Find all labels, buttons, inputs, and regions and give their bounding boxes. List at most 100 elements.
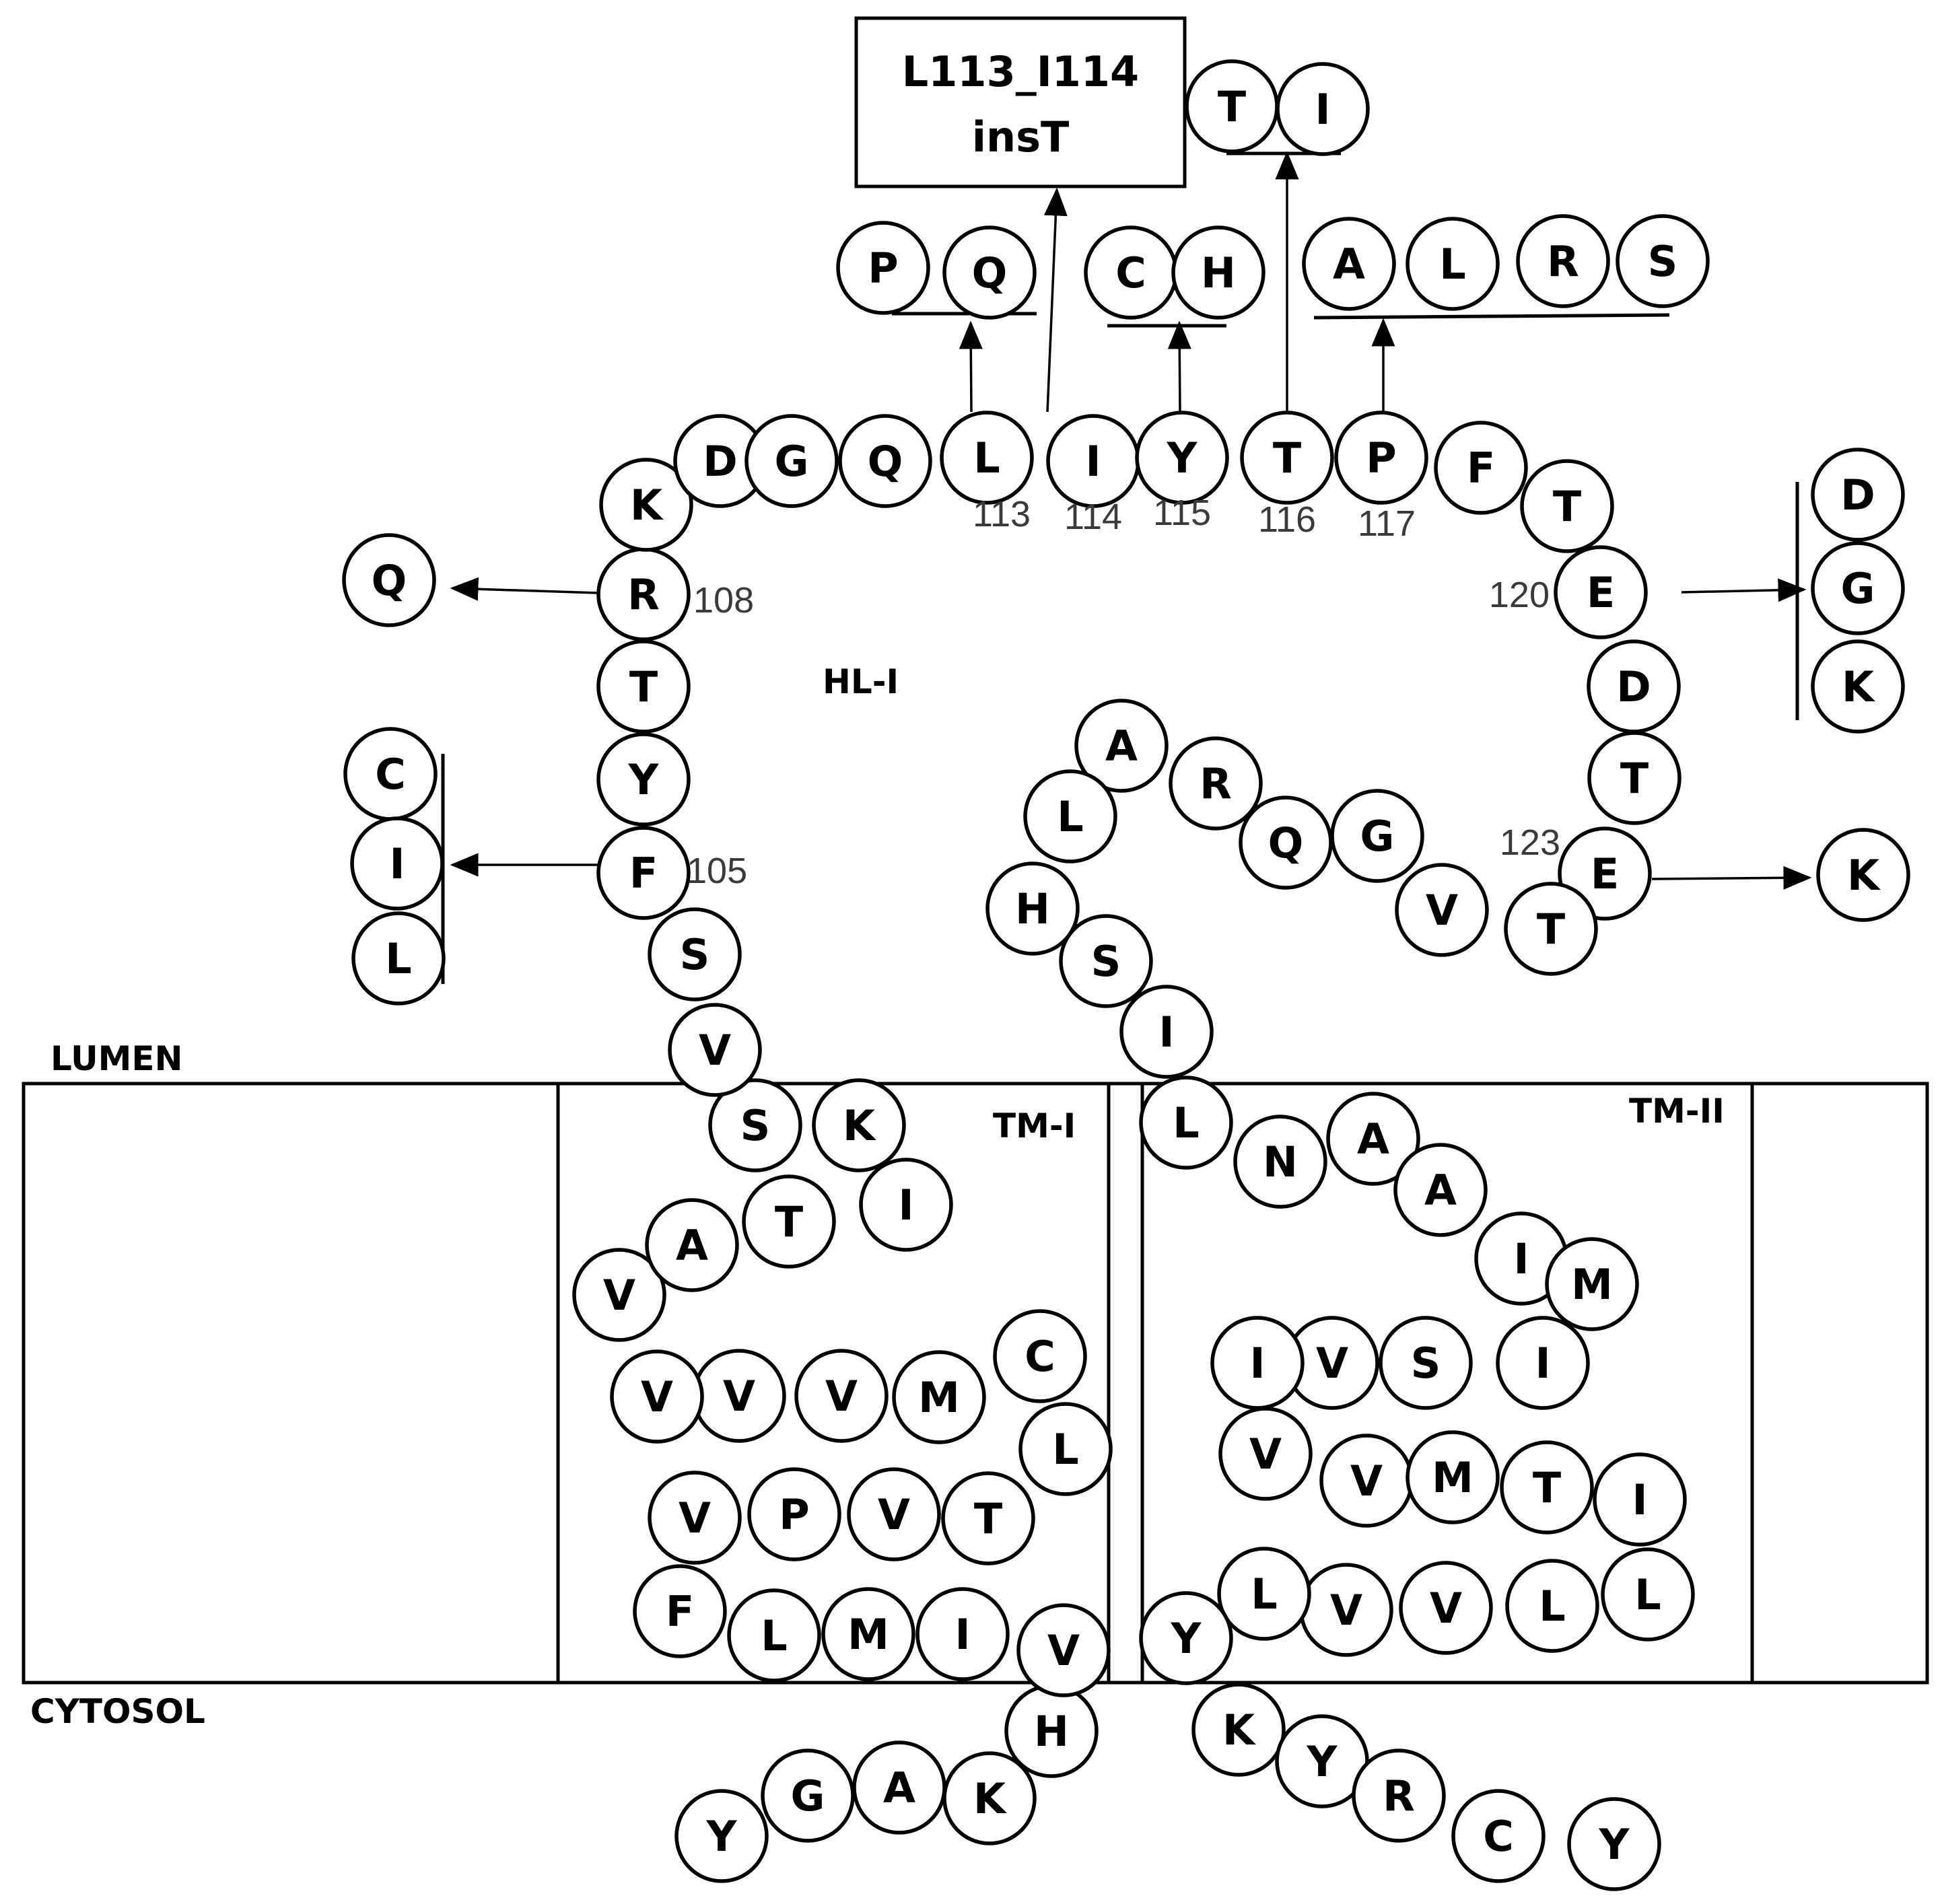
residue-64: I — [1496, 1316, 1590, 1410]
variant-Y115-residue-C-letter: C — [1115, 248, 1146, 297]
residue-46-letter: T — [1620, 754, 1649, 803]
residue-1-circle — [674, 1789, 769, 1883]
residue-37: L — [940, 411, 1034, 505]
residue-73-circle — [1601, 1547, 1695, 1642]
residue-60: A — [1326, 1092, 1420, 1186]
residue-41-circle — [1334, 411, 1428, 505]
residue-45: D — [1587, 639, 1681, 734]
tm1-box — [556, 1082, 1111, 1685]
residue-68-letter: V — [1249, 1430, 1282, 1479]
residue-53-letter: A — [1105, 721, 1138, 771]
residue-8-letter: M — [847, 1610, 889, 1659]
residue-25-circle — [812, 1078, 906, 1172]
residue-31: T — [596, 639, 691, 734]
residue-80-letter: Y — [1307, 1737, 1338, 1786]
residue-55-letter: H — [1015, 884, 1050, 933]
residue-6: V — [1016, 1603, 1111, 1697]
residue-4: K — [942, 1751, 1037, 1845]
residue-16-letter: C — [1025, 1332, 1055, 1381]
residue-44: E — [1554, 545, 1648, 639]
residue-13: V — [847, 1467, 941, 1561]
residue-3: A — [852, 1740, 946, 1835]
tm2-box — [1140, 1082, 1754, 1685]
variant-F105-residue-I: I — [350, 816, 444, 911]
residue-30-letter: Y — [628, 755, 660, 804]
residue-12-circle — [747, 1467, 841, 1561]
arrow-R108 — [450, 577, 598, 601]
residue-49-circle — [1395, 863, 1489, 957]
residue-43: T — [1520, 459, 1614, 553]
residue-68-circle — [1218, 1407, 1313, 1501]
residue-58: L — [1139, 1076, 1233, 1170]
residue-22-circle — [645, 1198, 739, 1292]
residue-15-circle — [1018, 1402, 1113, 1496]
residue-81-circle — [1352, 1749, 1446, 1843]
residue-39-circle — [1135, 411, 1229, 505]
variant-L113-residue-P-circle — [836, 221, 930, 315]
variant-L113-residue-Q: Q — [942, 225, 1037, 320]
variant-Y115-residue-C: C — [1084, 225, 1178, 320]
residue-56-letter: S — [1091, 937, 1121, 986]
residue-59: N — [1233, 1115, 1327, 1209]
residue-34-letter: D — [703, 437, 737, 486]
residue-5: H — [1004, 1684, 1099, 1778]
residue-20: V — [610, 1349, 704, 1444]
residue-39-letter: Y — [1167, 433, 1198, 483]
residue-74: L — [1505, 1559, 1599, 1653]
residue-49: V — [1395, 863, 1489, 957]
residue-26-circle — [708, 1078, 802, 1172]
residue-10-circle — [633, 1564, 727, 1658]
residue-40-circle — [1240, 411, 1334, 505]
variant-E120-residue-G: G — [1811, 541, 1905, 635]
variant-L113-residue-Q-letter: Q — [972, 248, 1008, 297]
residue-26-letter: S — [740, 1101, 771, 1150]
residue-44-letter: E — [1587, 568, 1615, 617]
residue-3-letter: A — [883, 1763, 915, 1812]
residue-48: T — [1504, 882, 1598, 976]
residue-61: A — [1393, 1143, 1488, 1237]
residue-5-letter: H — [1034, 1707, 1069, 1756]
residue-60-letter: A — [1357, 1115, 1389, 1164]
residue-36-circle — [838, 414, 932, 508]
residue-78-letter: Y — [1171, 1614, 1202, 1663]
residue-57-letter: I — [1158, 1008, 1174, 1057]
residue-7-circle — [915, 1587, 1010, 1681]
residue-23-letter: T — [775, 1197, 803, 1246]
residue-59-letter: N — [1263, 1137, 1298, 1187]
residue-39: Y — [1135, 411, 1229, 505]
residue-36-letter: Q — [868, 437, 903, 486]
variant-T116-residue-T-letter: T — [1218, 82, 1246, 131]
residue-57-circle — [1119, 985, 1214, 1079]
residue-57: I — [1119, 985, 1214, 1079]
variant-T116-residue-I-letter: I — [1315, 85, 1330, 134]
residue-48-letter: T — [1537, 905, 1565, 954]
residue-18-circle — [794, 1349, 889, 1443]
insertion-label-line2: insT — [972, 112, 1070, 162]
variant-R108-residue-Q: Q — [342, 533, 436, 627]
hl-label: HL-I — [823, 662, 899, 701]
residue-70-circle — [1406, 1430, 1500, 1524]
residue-45-letter: D — [1616, 662, 1651, 711]
residue-15-letter: L — [1052, 1425, 1079, 1474]
arrow-E120 — [1681, 578, 1807, 602]
residue-63: M — [1545, 1237, 1639, 1331]
residue-29: F — [596, 826, 691, 920]
variant-Y115-residue-H: H — [1171, 225, 1265, 320]
residue-71: T — [1500, 1440, 1594, 1535]
residue-54-letter: L — [1057, 792, 1084, 841]
residue-50-letter: G — [1360, 812, 1395, 861]
residue-63-circle — [1545, 1237, 1639, 1331]
residue-77-letter: L — [1251, 1570, 1278, 1619]
residue-21-letter: V — [603, 1271, 635, 1320]
residue-72-circle — [1593, 1452, 1687, 1547]
residue-23: T — [742, 1174, 836, 1269]
residue-53-circle — [1074, 699, 1169, 793]
residue-44-circle — [1554, 545, 1648, 639]
residue-13-letter: V — [878, 1490, 910, 1539]
residue-74-circle — [1505, 1559, 1599, 1653]
arrow-insertion — [1043, 187, 1068, 413]
residue-73: L — [1601, 1547, 1695, 1642]
residue-49-letter: V — [1426, 886, 1458, 935]
variant-T116-residue-I: I — [1276, 62, 1370, 156]
